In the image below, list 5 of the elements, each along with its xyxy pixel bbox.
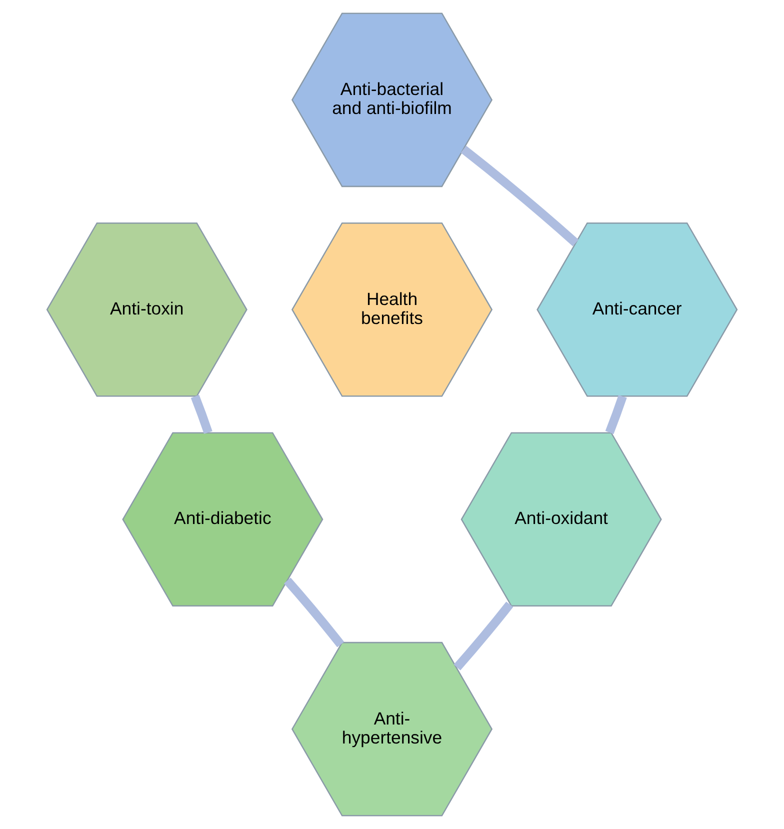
connector [605,394,627,434]
connector [284,578,344,648]
connector [460,146,579,246]
connector [190,394,212,434]
connector [454,602,514,670]
